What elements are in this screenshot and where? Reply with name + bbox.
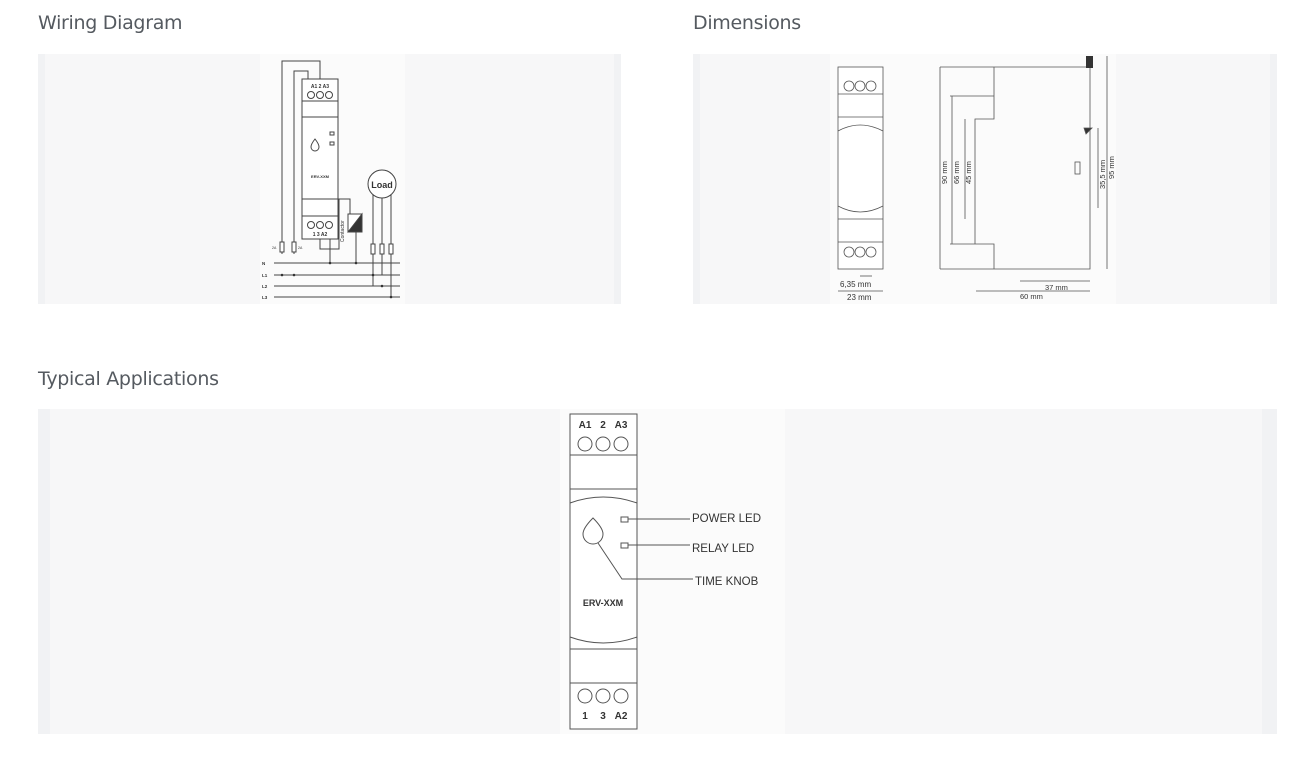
terminal-a1: A1 — [579, 420, 592, 431]
dimensions-panel: 6,35 mm 23 mm 90 mm 66 mm 45 mm 35,5 mm … — [693, 54, 1277, 304]
wiring-diagram-panel: A1 2 A3 1 3 A2 ERV-XXM Contactor Load — [38, 54, 621, 304]
relay-led-callout: RELAY LED — [692, 543, 754, 555]
contactor-label: Contactor — [340, 220, 346, 242]
line-l1-label: L1 — [262, 273, 268, 278]
typical-applications-panel: A1 2 A3 1 3 A2 ERV-XXM POWER LED RELAY L… — [38, 409, 1277, 734]
terminal-a3: A3 — [615, 420, 628, 431]
dim-90-label: 90 mm — [940, 161, 949, 184]
wiring-terminals-bottom: 1 3 A2 — [313, 232, 328, 238]
line-n-label: N — [262, 261, 265, 266]
power-led-callout: POWER LED — [692, 513, 761, 525]
dim-35-label: 35,5 mm — [1098, 160, 1107, 189]
time-knob-icon — [582, 517, 604, 545]
terminal-a2: A2 — [615, 711, 628, 722]
fuse-left-label: 2A — [272, 246, 277, 250]
dim-37-label: 37 mm — [1045, 283, 1068, 292]
wiring-diagram-image: A1 2 A3 1 3 A2 ERV-XXM Contactor Load — [260, 54, 405, 304]
dim-pitch-label: 6,35 mm — [840, 280, 871, 289]
dimensions-heading: Dimensions — [693, 12, 801, 34]
dim-45-label: 45 mm — [964, 161, 973, 184]
terminal-1: 1 — [582, 711, 588, 722]
fuse-right-label: 2A — [298, 246, 303, 250]
wiring-diagram-heading: Wiring Diagram — [38, 12, 183, 34]
dim-95-label: 95 mm — [1107, 156, 1116, 179]
dim-60-label: 60 mm — [1020, 292, 1043, 301]
typical-applications-heading: Typical Applications — [38, 368, 219, 390]
wiring-diagram-frame: A1 2 A3 1 3 A2 ERV-XXM Contactor Load — [45, 54, 614, 304]
time-knob-callout: TIME KNOB — [695, 576, 759, 588]
device-model-label: ERV-XXM — [583, 598, 623, 608]
dimensions-frame: 6,35 mm 23 mm 90 mm 66 mm 45 mm 35,5 mm … — [700, 54, 1270, 304]
line-l2-label: L2 — [262, 284, 268, 289]
terminal-3: 3 — [600, 711, 606, 722]
dimensions-image: 6,35 mm 23 mm 90 mm 66 mm 45 mm 35,5 mm … — [830, 54, 1116, 304]
dim-width-label: 23 mm — [847, 293, 872, 302]
dim-66-label: 66 mm — [952, 161, 961, 184]
terminal-2: 2 — [600, 420, 606, 431]
typical-applications-frame: A1 2 A3 1 3 A2 ERV-XXM POWER LED RELAY L… — [50, 409, 1262, 734]
wiring-terminals-top: A1 2 A3 — [311, 84, 329, 90]
load-label: Load — [371, 180, 393, 190]
line-l3-label: L3 — [262, 295, 268, 300]
wiring-model-label: ERV-XXM — [311, 174, 330, 179]
typical-applications-image: A1 2 A3 1 3 A2 ERV-XXM POWER LED RELAY L… — [560, 409, 785, 734]
